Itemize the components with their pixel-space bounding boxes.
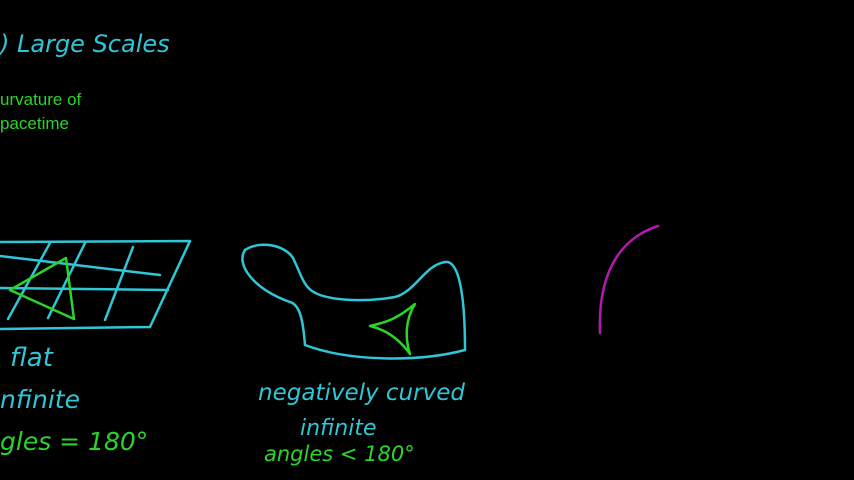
saddle-surface-drawing	[241, 243, 467, 360]
flat-grid-drawing	[0, 239, 192, 331]
saddle-negatively-curved-label: negatively curved	[258, 380, 465, 406]
flat-triangle-drawing	[8, 256, 76, 321]
saddle-infinite-label: infinite	[300, 416, 376, 441]
note-curvature-line1: urvature of	[0, 90, 82, 109]
saddle-angles-label: angles < 180°	[264, 442, 415, 466]
flat-label: flat	[10, 343, 54, 373]
heading-large-scales: ) Large Scales	[0, 30, 170, 58]
sphere-arc-drawing	[598, 224, 660, 335]
flat-infinite-label: nfinite	[0, 385, 80, 414]
flat-angles-label: gles = 180°	[0, 427, 148, 456]
note-spacetime-line2: pacetime	[0, 114, 69, 133]
saddle-triangle-drawing	[368, 302, 417, 356]
